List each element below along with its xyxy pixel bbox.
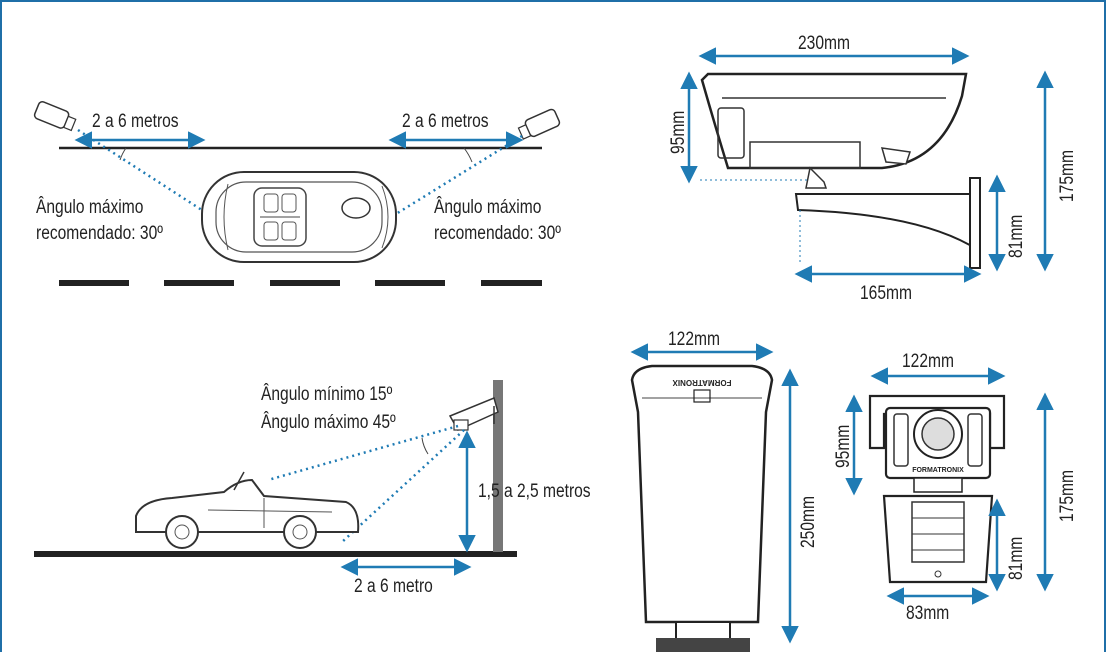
front-width-label: 122mm — [668, 329, 720, 350]
back-mount-height-label: 81mm — [1006, 536, 1027, 580]
back-brand-logo: FORMATRONIX — [912, 467, 964, 474]
camera-left-icon — [33, 101, 77, 132]
sight-line-right — [395, 134, 523, 216]
top-left-angle-label: Ângulo máximo recomendado: 30º — [36, 195, 163, 247]
sight-line-upper — [267, 424, 459, 482]
top-right-distance-label: 2 a 6 metros — [402, 111, 489, 132]
mount-height-label: 1,5 a 2,5 metros — [478, 481, 591, 502]
top-right-angle-line-2: recomendado: 30º — [434, 223, 561, 244]
top-right-angle-line-1: Ângulo máximo — [434, 197, 542, 218]
side-mount-length-label: 165mm — [860, 283, 912, 304]
side-total-height-label: 175mm — [1057, 150, 1078, 202]
front-height-label: 250mm — [798, 496, 819, 548]
angle-min-label: Ângulo mínimo 15º — [261, 384, 393, 405]
camera-front-view: FORMATRONIX — [630, 343, 799, 652]
camera-right-icon — [517, 108, 561, 140]
side-view-road-scene — [34, 380, 517, 576]
angle-arc-pole — [421, 437, 429, 455]
top-left-angle-line-1: Ângulo máximo — [36, 197, 144, 218]
angle-arc-right — [463, 147, 473, 163]
side-mount-height-label: 81mm — [1006, 214, 1027, 258]
sight-line-lower — [341, 429, 465, 543]
car-side-view-icon — [135, 471, 360, 549]
side-width-label: 230mm — [798, 33, 850, 54]
camera-pole-icon — [448, 396, 499, 431]
car-top-view-icon — [201, 171, 397, 263]
ground-distance-label: 2 a 6 metro — [354, 576, 433, 597]
back-total-height-label: 175mm — [1057, 470, 1078, 522]
angle-max-label: Ângulo máximo 45º — [261, 412, 396, 433]
ground — [34, 551, 517, 557]
back-body-height-label: 95mm — [833, 424, 854, 468]
top-view-road-scene — [33, 101, 561, 286]
camera-side-view — [680, 47, 1054, 283]
top-right-angle-label: Ângulo máximo recomendado: 30º — [434, 195, 561, 247]
side-body-height-label: 95mm — [668, 110, 689, 154]
back-mount-width-label: 83mm — [906, 603, 950, 624]
pole — [493, 380, 503, 552]
camera-back-view: FORMATRONIX — [845, 367, 1054, 605]
back-width-label: 122mm — [902, 351, 954, 372]
angle-arc-left — [119, 147, 127, 161]
front-brand-logo: FORMATRONIX — [672, 378, 732, 387]
top-left-angle-line-2: recomendado: 30º — [36, 223, 163, 244]
top-left-distance-label: 2 a 6 metros — [92, 111, 179, 132]
